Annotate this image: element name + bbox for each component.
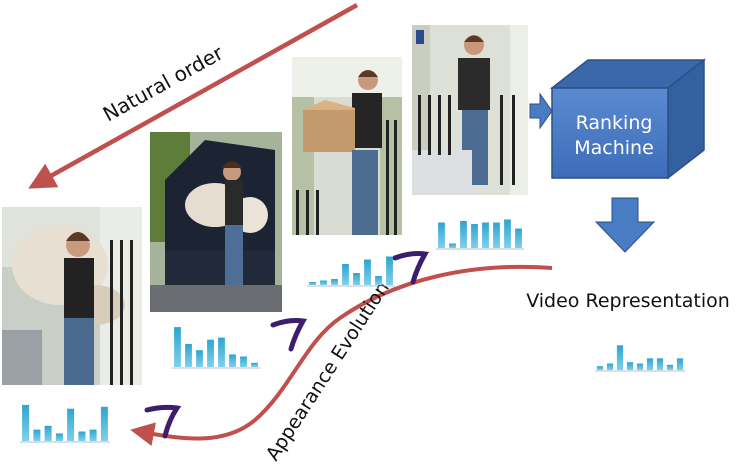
histogram-bar <box>666 364 674 370</box>
ranking-machine-label-line2: Machine <box>574 137 654 159</box>
histogram-bar <box>196 350 203 367</box>
histogram-bar <box>438 222 445 248</box>
natural-order-arrow <box>28 3 359 189</box>
histogram-bar <box>353 273 360 285</box>
histogram-bar <box>207 339 214 367</box>
histogram-bar <box>229 354 236 367</box>
frame-2-photo <box>150 132 282 312</box>
histogram-bar <box>386 256 393 285</box>
appearance-evolution-arrow <box>130 264 553 446</box>
histogram-chart-4 <box>436 219 524 250</box>
histogram-bar <box>504 219 511 248</box>
histogram-bar <box>493 222 500 248</box>
histogram-bar <box>78 431 86 441</box>
histogram-bar <box>626 362 634 370</box>
histogram-bar <box>67 408 75 441</box>
histogram-bar <box>33 429 41 441</box>
frame-1-photo <box>2 207 142 385</box>
histogram-bar <box>375 276 382 285</box>
video-representation-label: Video Representation <box>526 290 730 312</box>
histogram-bar <box>656 358 664 370</box>
hook-icon-1 <box>144 404 182 439</box>
histogram-bar <box>646 358 654 370</box>
histogram-bar <box>240 356 247 367</box>
histogram-bar <box>616 345 624 370</box>
ranking-machine-label-line1: Ranking <box>576 112 653 134</box>
histogram-bar <box>471 224 478 248</box>
histogram-chart-5 <box>595 345 685 372</box>
histogram-bar <box>636 363 644 370</box>
histogram-bar <box>185 343 192 367</box>
histogram-bar <box>342 264 349 285</box>
histogram-bar <box>218 337 225 367</box>
histogram-bar <box>100 406 108 441</box>
histogram-bar <box>174 327 181 367</box>
hook-icon-2 <box>270 318 307 352</box>
histogram-bar <box>596 366 604 370</box>
ranking-machine-box <box>549 58 707 180</box>
histogram-bar <box>364 259 371 285</box>
histogram-bar <box>89 429 97 441</box>
histogram-bar <box>320 280 327 285</box>
histogram-bar <box>449 243 456 248</box>
frame-3-photo <box>292 57 402 235</box>
histogram-bar <box>22 404 30 441</box>
histogram-chart-3 <box>307 256 395 287</box>
histogram-bar <box>606 363 614 370</box>
histogram-bar <box>482 222 489 248</box>
histogram-bar <box>309 282 316 285</box>
histogram-bar <box>676 358 684 370</box>
histogram-bar <box>55 433 63 441</box>
frame-4-photo <box>412 25 528 195</box>
hook-icon-3 <box>392 251 429 285</box>
histogram-bar <box>251 362 258 367</box>
histogram-bar <box>460 221 467 248</box>
input-block-arrow <box>529 92 553 130</box>
histogram-bar <box>331 279 338 285</box>
output-block-arrow <box>594 197 656 253</box>
histogram-chart-1 <box>20 404 110 443</box>
histogram-bar <box>515 228 522 248</box>
histogram-bar <box>44 425 52 441</box>
histogram-chart-2 <box>172 327 260 369</box>
